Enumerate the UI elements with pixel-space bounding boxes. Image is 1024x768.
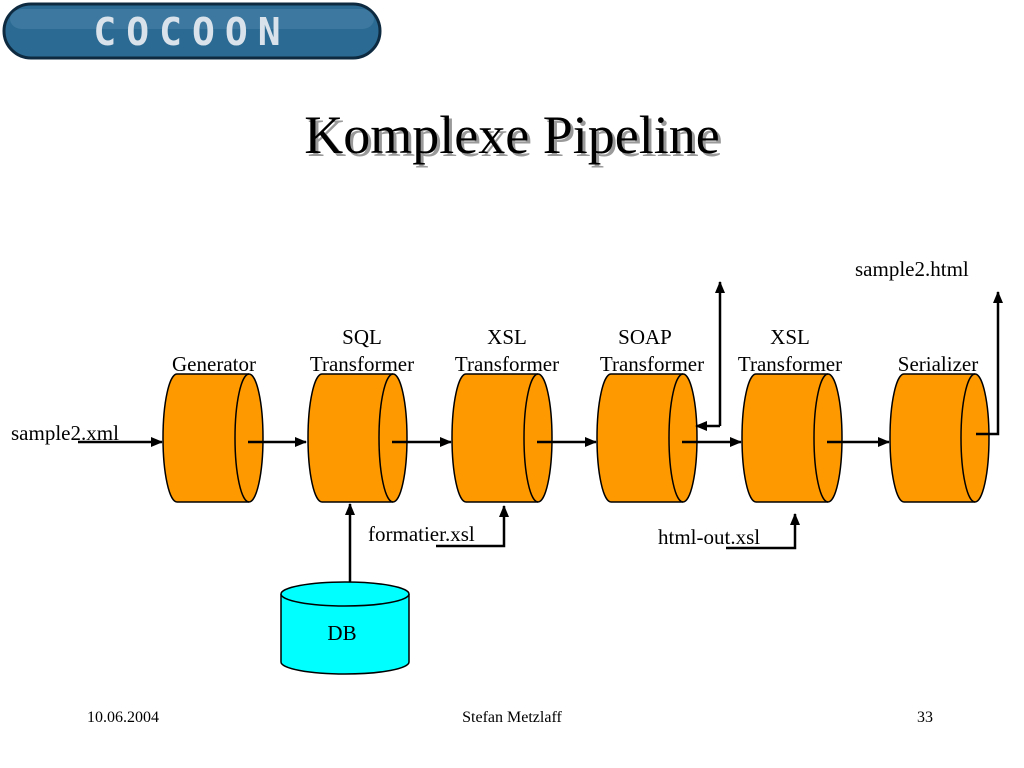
output-label: sample2.html xyxy=(855,257,969,281)
footer-author: Stefan Metzlaff xyxy=(462,709,562,726)
stage-xsl-transformer-2 xyxy=(741,373,843,503)
stage-generator xyxy=(162,373,264,503)
html-out-arrow xyxy=(726,513,800,550)
output-arrow xyxy=(976,291,1003,436)
stage-label-sql-line2: Transformer xyxy=(310,352,414,376)
stage-label-soap-line2: Transformer xyxy=(600,352,704,376)
stage-soap-transformer xyxy=(596,373,698,503)
stage-label-sql-line1: SQL xyxy=(342,325,382,349)
stylesheet-label-html-out: html-out.xsl xyxy=(658,525,760,549)
slide-title: Komplexe Pipeline xyxy=(304,105,720,165)
stage-label-generator: Generator xyxy=(172,352,256,376)
database-label: DB xyxy=(327,621,356,645)
footer-date: 10.06.2004 xyxy=(87,709,159,726)
stage-xsl-transformer-1 xyxy=(451,373,553,503)
stage-label-serializer: Serializer xyxy=(898,352,978,376)
stage-label-xsl2-line1: XSL xyxy=(770,325,810,349)
stage-label-soap-line1: SOAP xyxy=(618,325,672,349)
logo-text: COCOON xyxy=(93,10,290,54)
stylesheet-label-formatier: formatier.xsl xyxy=(368,522,475,546)
stage-sql-transformer xyxy=(307,373,408,503)
stage-label-xsl1-line1: XSL xyxy=(487,325,527,349)
database-cylinder xyxy=(280,581,410,675)
stage-label-xsl1-line2: Transformer xyxy=(455,352,559,376)
footer-page-number: 33 xyxy=(917,709,933,726)
stage-label-xsl2-line2: Transformer xyxy=(738,352,842,376)
cocoon-logo: COCOON xyxy=(2,2,382,60)
stage-serializer xyxy=(889,373,990,503)
formatier-arrow xyxy=(436,505,509,548)
